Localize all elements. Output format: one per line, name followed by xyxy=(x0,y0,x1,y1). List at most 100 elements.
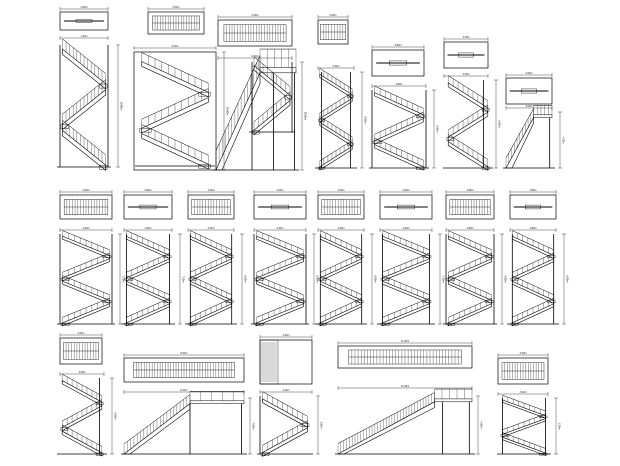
dimension-label: 3.20m xyxy=(207,227,214,230)
detail-hit-area xyxy=(368,43,440,171)
plan-view xyxy=(379,194,433,220)
dimension-label: 3.00m xyxy=(77,332,84,335)
stair-flight xyxy=(61,424,104,457)
detail-hit-area xyxy=(184,188,248,327)
stair-flight xyxy=(141,124,211,170)
stair-flight xyxy=(62,38,108,90)
detail-grid: 4.50m 1.20m 10.00m 4.50m 4.50m 10.00m 4.50m 6.0… xyxy=(56,5,570,457)
dimension-label: 10.00m xyxy=(226,107,229,115)
elevation-view xyxy=(257,391,313,457)
dimension-label: 6.00m xyxy=(251,55,258,58)
dimension-label: 3.80m xyxy=(394,44,401,47)
dimension-label: 7.50m xyxy=(122,275,125,282)
dimension-label: 3.20m xyxy=(207,189,214,192)
dimension-label: 5.00m xyxy=(504,275,507,282)
dimension-label: 8.20m xyxy=(180,352,187,355)
plan-view xyxy=(445,194,495,220)
stair-flight xyxy=(188,297,232,327)
detail-r2-3[interactable]: 3.20m 3.20m 6.00m xyxy=(184,188,248,327)
dimension-label: 3.20m xyxy=(519,391,526,394)
stair-flight xyxy=(254,297,304,327)
plan-view xyxy=(317,194,365,220)
elevation-view xyxy=(121,391,247,455)
dimension-label: 6.00m xyxy=(244,275,247,282)
plan-view xyxy=(509,194,557,220)
dimension-label: 4.00m xyxy=(525,105,532,108)
elevation-view xyxy=(377,230,435,327)
dimension-label: 3.20m xyxy=(462,36,469,39)
plan-view xyxy=(443,41,489,69)
dimension-label: 4.20m xyxy=(282,334,289,337)
dimension-label: 4.50m xyxy=(171,45,178,48)
dimension-label: 6.00m xyxy=(566,275,569,282)
stair-flight xyxy=(62,120,108,171)
elevation-view xyxy=(335,388,475,455)
detail-r1-3[interactable]: 4.50m 6.00m 10.00m xyxy=(212,13,308,171)
dimension-label: 4.50m xyxy=(172,6,179,9)
dimension-label: 4.00m xyxy=(82,227,89,230)
plan-view xyxy=(317,19,349,45)
stair-flight xyxy=(260,420,308,457)
elevation-view xyxy=(369,85,429,171)
plan-view xyxy=(497,357,549,385)
dimension-label: 4.50m xyxy=(562,136,565,143)
dimension-label: 6.00m xyxy=(374,275,377,282)
dimension-label: 6.00m xyxy=(436,125,439,132)
detail-r1-2[interactable]: 4.50m 4.50m 10.00m xyxy=(133,5,230,171)
plan-view xyxy=(371,49,425,77)
dimension-label: 3.80m xyxy=(466,227,473,230)
dimension-label: 3.80m xyxy=(529,189,536,192)
plan-view xyxy=(59,337,103,365)
dimension-label: 4.00m xyxy=(480,421,483,428)
detail-hit-area xyxy=(442,188,508,327)
detail-r3-1[interactable]: 3.00m 3.00m 6.00m xyxy=(56,331,118,457)
dimension-label: 1.20m xyxy=(80,35,87,38)
elevation-view xyxy=(135,52,215,170)
plan-view xyxy=(59,194,113,220)
dimension-label: 7.50m xyxy=(182,275,185,282)
stair-flight xyxy=(60,297,110,327)
plan-view xyxy=(259,339,313,385)
dimension-label: 3.00m xyxy=(78,371,85,374)
elevation-view xyxy=(507,230,559,327)
detail-r2-7[interactable]: 3.80m 3.80m 5.00m xyxy=(442,188,508,327)
dimension-label: 3.80m xyxy=(466,189,473,192)
plan-view xyxy=(337,345,473,369)
plan-view xyxy=(147,11,205,35)
dimension-label: 10.00m xyxy=(120,102,123,110)
elevation-view xyxy=(443,75,493,171)
stair-flight xyxy=(252,91,291,136)
elevation-view xyxy=(185,230,237,327)
dimension-label: 3.00m xyxy=(329,14,336,17)
detail-hit-area xyxy=(314,13,368,171)
dimension-label: 3.20m xyxy=(462,73,469,76)
dimension-label: 8.00m xyxy=(364,116,367,123)
plan-view xyxy=(217,19,293,47)
stair-flight xyxy=(318,140,353,171)
dimension-label: 3.00m xyxy=(144,189,151,192)
dimension-label: 11.00m xyxy=(401,385,409,388)
dimension-label: 4.50m xyxy=(251,14,258,17)
stair-flight xyxy=(380,297,430,327)
plan-view xyxy=(187,194,235,220)
elevation-view xyxy=(57,38,111,171)
dimension-label: 6.00m xyxy=(114,412,117,419)
elevation-view xyxy=(57,230,115,327)
dimension-label: 3.00m xyxy=(337,189,344,192)
